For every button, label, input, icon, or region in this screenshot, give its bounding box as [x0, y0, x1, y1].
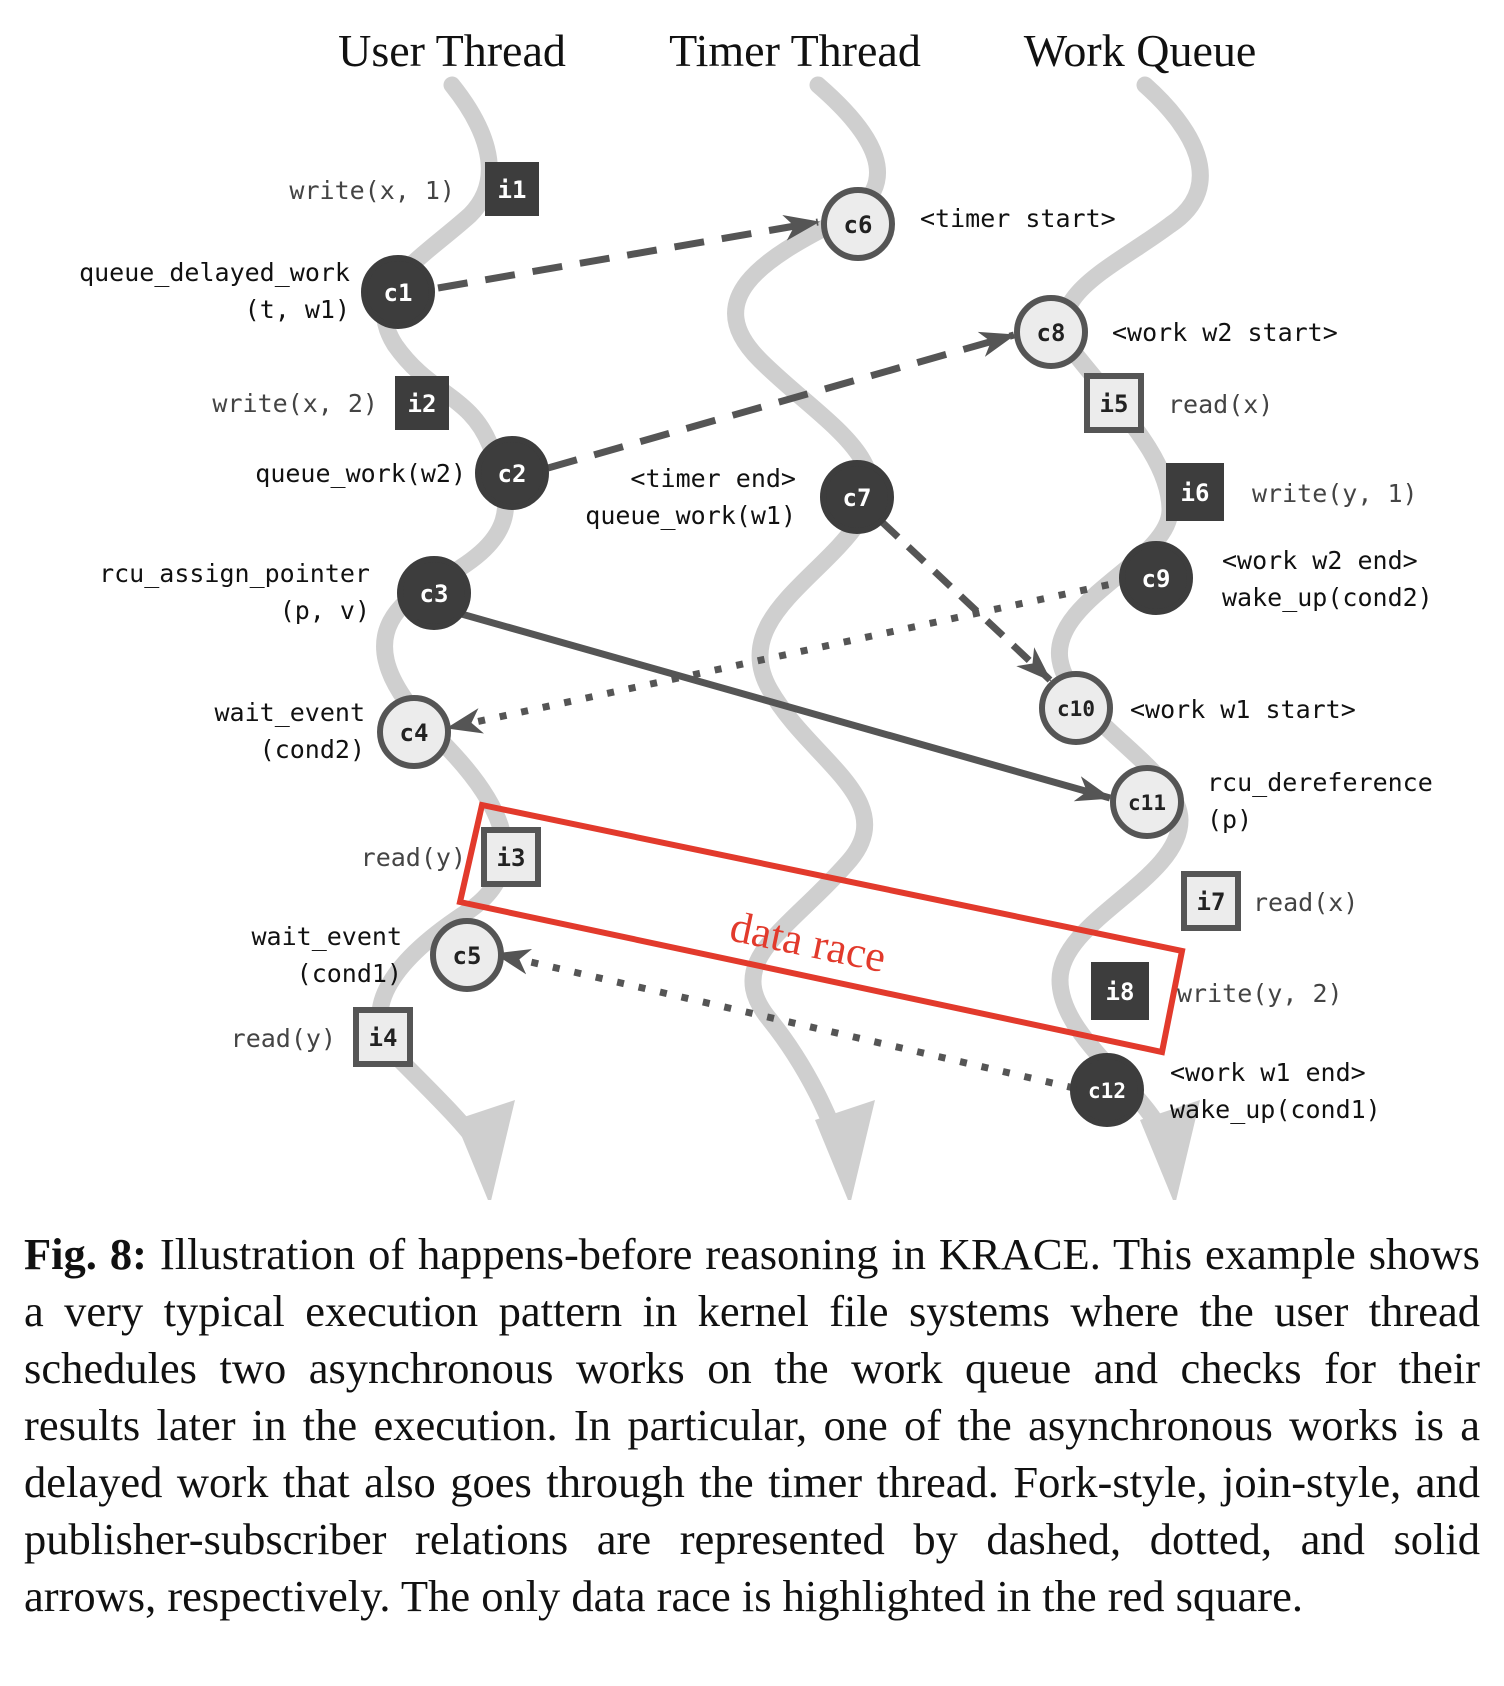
label-i1: write(x, 1) [289, 176, 455, 205]
node-c11: c11 [1110, 765, 1184, 839]
thread-end-arrow-timer [815, 1100, 875, 1200]
figure-number: Fig. 8: [24, 1229, 147, 1279]
svg-text:c12: c12 [1088, 1079, 1126, 1103]
label-c12-line1: <work w1 end> [1170, 1058, 1366, 1087]
node-i4: i4 [353, 1007, 413, 1067]
node-i7: i7 [1181, 871, 1241, 931]
node-i6: i6 [1166, 463, 1224, 521]
label-c1-line1: queue_delayed_work [79, 258, 350, 287]
node-c3: c3 [397, 556, 471, 630]
label-c2: queue_work(w2) [255, 459, 466, 488]
label-c4-line2: (cond2) [260, 735, 365, 764]
svg-text:c4: c4 [400, 719, 429, 747]
svg-text:c11: c11 [1128, 791, 1166, 815]
thread-line-work [1051, 76, 1209, 1159]
node-i3: i3 [481, 827, 541, 887]
node-c1: c1 [361, 255, 435, 329]
thread-title-user: User Thread [338, 25, 566, 76]
join-arrow-c9-c4 [446, 576, 1131, 734]
node-c2: c2 [475, 436, 549, 510]
fork-arrow-c2-c8 [547, 331, 1016, 472]
fork-arrow-c7-c10 [879, 519, 1053, 683]
node-c9: c9 [1119, 541, 1193, 615]
node-c10: c10 [1039, 671, 1113, 745]
label-c11-line1: rcu_dereference [1207, 768, 1433, 797]
label-c1-line2: (t, w1) [245, 295, 350, 324]
svg-text:i8: i8 [1106, 978, 1135, 1006]
label-c5-line1: wait_event [251, 922, 402, 951]
label-c9-line1: <work w2 end> [1222, 546, 1418, 575]
caption-text: Illustration of happens-before reasoning… [24, 1229, 1480, 1621]
label-i8: write(y, 2) [1177, 979, 1343, 1008]
label-i2: write(x, 2) [212, 389, 378, 418]
thread-title-work: Work Queue [1024, 25, 1257, 76]
happens-before-diagram: User Thread Timer Thread Work Queue data… [79, 25, 1433, 1200]
node-i1: i1 [485, 162, 539, 216]
node-i5: i5 [1084, 373, 1144, 433]
svg-text:c2: c2 [498, 460, 527, 488]
figure-caption: Fig. 8: Illustration of happens-before r… [24, 1226, 1480, 1625]
pubsub-arrow-c3-c11 [457, 609, 1112, 802]
svg-text:c10: c10 [1057, 697, 1095, 721]
label-i5: read(x) [1168, 390, 1273, 419]
node-c12: c12 [1070, 1053, 1144, 1127]
node-c4: c4 [377, 695, 451, 769]
label-c12-line2: wake_up(cond1) [1170, 1095, 1381, 1124]
svg-text:c5: c5 [453, 942, 482, 970]
label-i3: read(y) [361, 843, 466, 872]
label-c8: <work w2 start> [1112, 318, 1338, 347]
node-i8: i8 [1091, 962, 1149, 1020]
svg-text:i5: i5 [1100, 390, 1129, 418]
svg-text:c3: c3 [420, 580, 449, 608]
label-c7-line2: queue_work(w1) [585, 501, 796, 530]
svg-text:c6: c6 [844, 211, 873, 239]
node-i2: i2 [395, 376, 449, 430]
label-c7-line1: <timer end> [630, 464, 796, 493]
svg-text:c8: c8 [1037, 319, 1066, 347]
data-race-box [456, 801, 1186, 1056]
label-c5-line2: (cond1) [297, 959, 402, 988]
svg-text:i2: i2 [408, 390, 437, 418]
label-i6: write(y, 1) [1252, 479, 1418, 508]
label-c4-line1: wait_event [214, 698, 365, 727]
label-c9-line2: wake_up(cond2) [1222, 583, 1433, 612]
node-c5: c5 [430, 918, 504, 992]
svg-text:c7: c7 [843, 484, 872, 512]
thread-end-arrow-user [455, 1100, 515, 1200]
svg-text:c1: c1 [384, 279, 413, 307]
label-c3-line2: (p, v) [280, 596, 370, 625]
label-i7: read(x) [1253, 888, 1358, 917]
svg-text:i7: i7 [1197, 888, 1226, 916]
svg-text:c9: c9 [1142, 565, 1171, 593]
thread-end-arrow-work [1140, 1100, 1200, 1200]
label-c3-line1: rcu_assign_pointer [99, 559, 370, 588]
svg-text:i6: i6 [1181, 479, 1210, 507]
node-c8: c8 [1014, 295, 1088, 369]
label-c11-line2: (p) [1207, 805, 1252, 834]
label-c10: <work w1 start> [1130, 695, 1356, 724]
svg-text:i1: i1 [498, 176, 527, 204]
label-i4: read(y) [231, 1024, 336, 1053]
label-c6: <timer start> [920, 204, 1116, 233]
node-c6: c6 [821, 187, 895, 261]
node-c7: c7 [820, 460, 894, 534]
thread-title-timer: Timer Thread [669, 25, 921, 76]
fork-arrow-c1-c6 [437, 215, 820, 292]
svg-text:i4: i4 [369, 1024, 398, 1052]
svg-text:i3: i3 [497, 844, 526, 872]
